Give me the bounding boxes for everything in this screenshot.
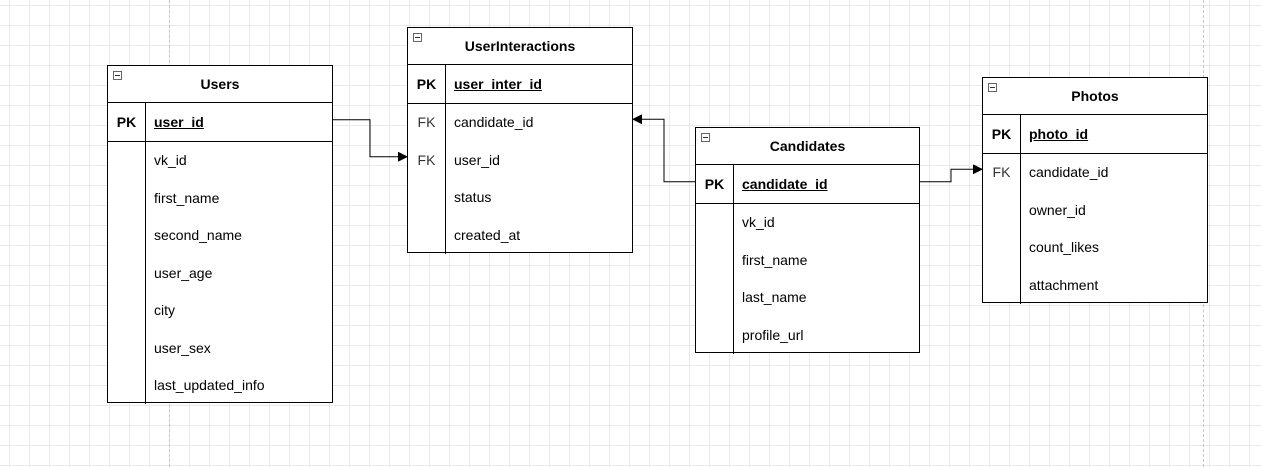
collapse-icon[interactable] [988, 83, 997, 92]
field-name: user_id [154, 113, 204, 130]
relation-arrow[interactable] [632, 114, 695, 183]
field-name: user_inter_id [454, 75, 542, 92]
field-name: first_name [154, 189, 220, 206]
key-column-divider [445, 65, 446, 254]
field-name: vk_id [742, 214, 775, 231]
field-name: last_name [742, 289, 807, 306]
field-row[interactable]: second_name [108, 217, 332, 255]
key-column-divider [145, 103, 146, 404]
key-cell [108, 292, 145, 330]
field-row[interactable]: FK candidate_id [983, 154, 1207, 192]
key-cell [108, 217, 145, 255]
entity-header: UserInteractions [408, 28, 632, 65]
primary-key-label: PK [116, 113, 137, 130]
key-cell [696, 241, 733, 279]
primary-key-label: PK [416, 75, 437, 92]
primary-key-row[interactable]: PK photo_id [983, 115, 1207, 154]
field-name: status [454, 189, 492, 206]
field-row[interactable]: FK candidate_id [408, 104, 632, 142]
field-row[interactable]: last_name [696, 279, 919, 317]
field-row[interactable]: first_name [108, 179, 332, 217]
field-row[interactable]: user_sex [108, 329, 332, 367]
field-name: photo_id [1029, 125, 1089, 142]
field-row[interactable]: profile_url [696, 316, 919, 354]
field-name: count_likes [1029, 239, 1100, 256]
primary-key-label: PK [991, 125, 1012, 142]
collapse-icon[interactable] [113, 71, 122, 80]
field-row[interactable]: count_likes [983, 229, 1207, 267]
field-name: user_age [154, 264, 213, 281]
primary-key-row[interactable]: PK user_id [108, 103, 332, 142]
foreign-key-label: FK [992, 164, 1011, 181]
foreign-key-label: FK [417, 151, 436, 168]
key-cell [983, 191, 1020, 229]
primary-key-row[interactable]: PK user_inter_id [408, 65, 632, 104]
entity-rows: PK user_id vk_id first_name second_name user_… [108, 103, 332, 404]
collapse-icon[interactable] [701, 133, 710, 142]
key-cell [696, 279, 733, 317]
foreign-key-label: FK [417, 114, 436, 131]
field-name: created_at [454, 226, 521, 243]
primary-key-label: PK [704, 175, 725, 192]
key-cell [408, 216, 445, 254]
field-name: user_sex [154, 339, 211, 356]
field-row[interactable]: first_name [696, 241, 919, 279]
field-row[interactable]: city [108, 292, 332, 330]
field-name: first_name [742, 251, 808, 268]
key-cell [983, 229, 1020, 267]
field-row[interactable]: vk_id [108, 142, 332, 180]
key-cell [108, 179, 145, 217]
field-row[interactable]: last_updated_info [108, 367, 332, 405]
entity-title: Candidates [769, 138, 846, 154]
key-cell [983, 266, 1020, 304]
field-name: city [154, 302, 175, 319]
key-cell [108, 367, 145, 405]
key-cell [696, 316, 733, 354]
field-row[interactable]: vk_id [696, 204, 919, 242]
entity-header: Users [108, 66, 332, 103]
field-row[interactable]: FK user_id [408, 141, 632, 179]
relation-arrow[interactable] [333, 119, 408, 162]
relation-arrow[interactable] [920, 164, 983, 183]
field-name: candidate_id [1029, 164, 1109, 181]
entity-title: Photos [1071, 88, 1119, 104]
field-name: profile_url [742, 326, 804, 343]
key-column-divider [733, 165, 734, 354]
field-name: attachment [1029, 276, 1099, 293]
field-row[interactable]: attachment [983, 266, 1207, 304]
collapse-icon[interactable] [413, 33, 422, 42]
field-name: user_id [454, 151, 500, 168]
field-row[interactable]: owner_id [983, 191, 1207, 229]
key-cell [408, 179, 445, 217]
primary-key-row[interactable]: PK candidate_id [696, 165, 919, 204]
field-row[interactable]: user_age [108, 254, 332, 292]
field-name: owner_id [1029, 201, 1086, 218]
field-row[interactable]: status [408, 179, 632, 217]
key-cell [108, 254, 145, 292]
entity-header: Candidates [696, 128, 919, 165]
key-cell [108, 142, 145, 180]
entity-title: UserInteractions [464, 38, 576, 54]
key-cell [108, 329, 145, 367]
entity-header: Photos [983, 78, 1207, 115]
field-name: last_updated_info [154, 377, 265, 394]
field-name: candidate_id [742, 175, 828, 192]
key-column-divider [1020, 115, 1021, 304]
entity-title: Users [200, 76, 240, 92]
field-name: vk_id [154, 152, 187, 169]
field-name: candidate_id [454, 114, 534, 131]
field-row[interactable]: created_at [408, 216, 632, 254]
key-cell [696, 204, 733, 242]
field-name: second_name [154, 227, 242, 244]
